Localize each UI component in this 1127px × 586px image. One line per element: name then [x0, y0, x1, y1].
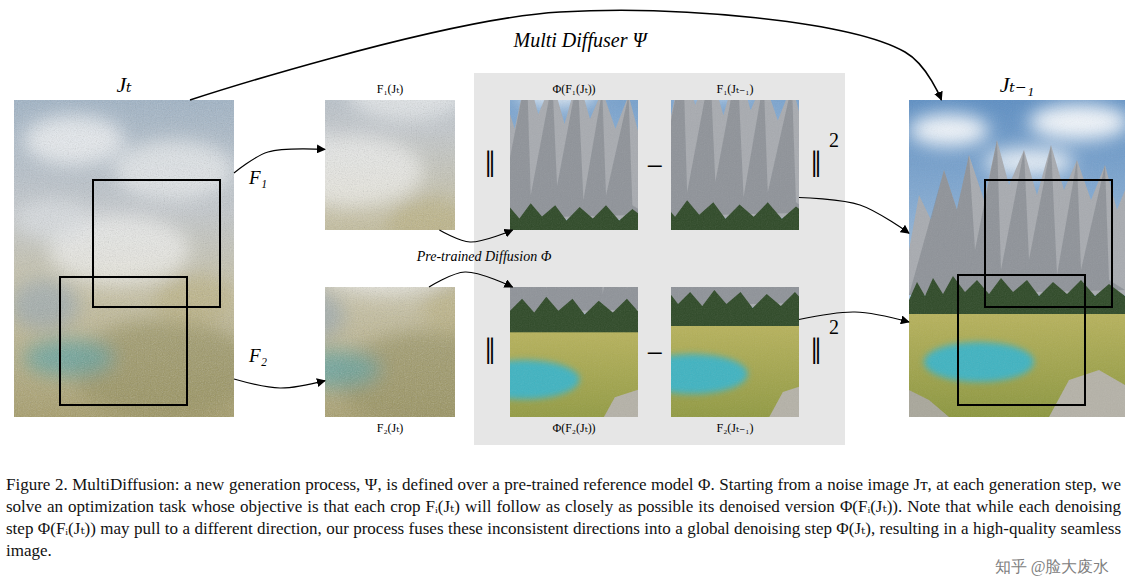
connector-arrow: [429, 272, 513, 287]
figure-caption: Figure 2. MultiDiffusion: a new generati…: [6, 474, 1121, 562]
image-node: Φ(F₁(Jₜ)): [510, 100, 638, 230]
svg-rect: [60, 277, 187, 405]
svg-rect: [958, 275, 1085, 405]
image-label: F₁(Jₜ₋₁): [717, 83, 754, 97]
crop-frames: [60, 180, 1112, 405]
svg-rect: [985, 180, 1112, 307]
image-label: Jₜ: [116, 72, 131, 97]
image-label: F₂(Jₜ): [377, 422, 403, 436]
math-symbol: ‖: [811, 331, 822, 373]
label-wrap: Jₜ: [116, 72, 131, 97]
math-symbol: −: [647, 336, 664, 369]
svg-rect: [93, 180, 220, 307]
label-wrap: F₂(Jₜ): [377, 422, 403, 436]
edge-label: F₁: [246, 168, 270, 189]
math-symbol: 2: [829, 129, 839, 151]
svg-use: [909, 100, 1127, 417]
connector-arrow: [799, 198, 909, 234]
noise-image: [9, 100, 254, 420]
label-wrap: Φ(F₁(Jₜ)): [552, 83, 595, 97]
image-node: F₁(Jₜ₋₁): [671, 100, 799, 230]
label-wrap: F₂(Jₜ₋₁): [717, 422, 754, 436]
image-label: Φ(F₂(Jₜ)): [552, 422, 595, 436]
math-symbol: Pre-trained Diffusion Φ: [417, 249, 552, 264]
connector-arrow: [234, 379, 325, 388]
image-node: F₁(Jₜ): [325, 100, 455, 230]
image-node: F₂(Jₜ₋₁): [671, 287, 799, 417]
connector-arrow: [190, 10, 941, 100]
image-node: F₂(Jₜ): [325, 287, 455, 417]
math-symbol: −: [647, 149, 664, 182]
image-node: Jₜ: [14, 100, 234, 417]
image-label: F₁(Jₜ): [377, 83, 403, 97]
image-label: F₂(Jₜ₋₁): [717, 422, 754, 436]
label-wrap: Jₜ₋₁: [1000, 72, 1034, 97]
label-wrap: F₁(Jₜ): [377, 83, 403, 97]
svg-use: [9, 100, 254, 420]
output-image: [909, 100, 1127, 417]
connector-arrow: [799, 312, 909, 322]
fused-crop: [622, 112, 844, 429]
math-symbol: ‖: [811, 144, 822, 186]
math-symbol: 知乎 @脸大废水: [995, 558, 1110, 576]
image-label: Φ(F₁(Jₜ)): [552, 83, 595, 97]
image-node: Φ(F₂(Jₜ)): [510, 287, 638, 417]
math-symbol: ‖: [485, 331, 496, 373]
edge-label: F₂: [246, 346, 270, 367]
image-label: Jₜ₋₁: [1000, 72, 1034, 97]
image-node: Jₜ₋₁: [909, 100, 1125, 417]
svg-use: [622, 112, 844, 429]
math-symbol: ‖: [485, 144, 496, 186]
svg-use: [454, 122, 676, 434]
label-wrap: F₁(Jₜ₋₁): [717, 83, 754, 97]
label-wrap: Φ(F₂(Jₜ)): [552, 422, 595, 436]
svg-g: [190, 10, 941, 388]
edge-label: Multi Diffuser Ψ: [511, 29, 650, 51]
connector-arrow: [439, 230, 512, 242]
denoised-crop: [454, 122, 676, 434]
math-symbol: 2: [829, 316, 839, 338]
